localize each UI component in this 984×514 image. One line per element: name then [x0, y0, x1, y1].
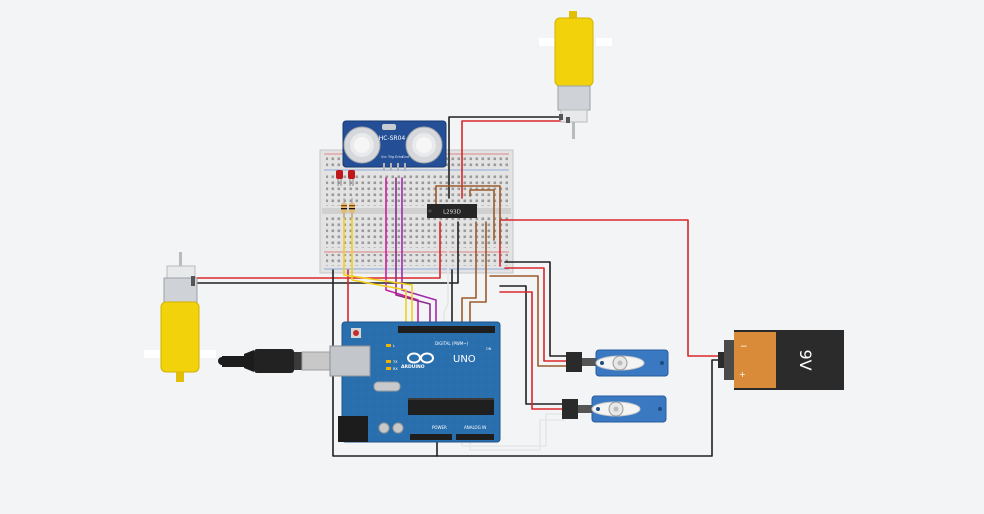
arduino-usb-port[interactable]: [329, 345, 371, 377]
sensor-label: HC-SR04: [379, 135, 406, 142]
digital-header-label: DIGITAL (PWM~): [435, 341, 469, 346]
power-header: [410, 434, 452, 440]
battery-label: 9V: [796, 349, 815, 370]
analog-header-label: ANALOG IN: [464, 425, 486, 430]
arduino-brand: ARDUINO: [401, 364, 425, 370]
wire-brown-1: [435, 185, 501, 245]
sensor-pin-trig: Trig: [387, 155, 394, 159]
arduino-model: UNO: [453, 354, 476, 365]
wire-servo1-red: [504, 267, 569, 362]
servo-motor-2[interactable]: [562, 395, 667, 423]
rx-label: RX: [393, 367, 398, 371]
wire-magenta-1: [385, 177, 419, 327]
led-red-2[interactable]: [348, 170, 355, 186]
servo-motor-1[interactable]: [566, 349, 669, 377]
wire-brown-4: [469, 189, 495, 241]
resistor-2[interactable]: [349, 198, 355, 218]
battery-plus: +: [739, 370, 746, 379]
wire-servo1-signal: [489, 275, 569, 367]
sensor-pin-vcc: Vcc: [381, 155, 387, 159]
sensor-transducer-left: [343, 126, 381, 164]
on-label: ON: [486, 347, 492, 351]
wire-servo2-red: [499, 291, 565, 410]
sensor-transducer-right: [405, 126, 443, 164]
wire-purple-1: [395, 177, 431, 327]
arduino-logo: [407, 352, 434, 364]
battery-minus: −: [740, 342, 748, 352]
digital-header: [398, 326, 495, 333]
driver-label: L293D: [443, 210, 461, 216]
arduino-uno-board[interactable]: DIGITAL (PWM~) ARDUINO UNO L TX RX POWER…: [329, 321, 501, 443]
wire-left-motor-red: [193, 221, 441, 279]
wire-top-motor-black: [448, 116, 560, 199]
ultrasonic-sensor[interactable]: HC-SR04 Vcc Trig Echo Gnd: [342, 120, 447, 171]
wire-white-1: [443, 221, 449, 327]
arduino-power-jack[interactable]: [338, 416, 368, 442]
tx-label: TX: [392, 360, 398, 364]
wire-yellow-2: [351, 211, 407, 327]
motor-driver-chip[interactable]: L293D: [427, 204, 477, 218]
wire-servo2-signal: [461, 413, 565, 447]
wire-servo2-signal-2: [469, 419, 565, 451]
dc-motor-left[interactable]: [144, 252, 216, 382]
wire-top-motor-red: [461, 120, 567, 199]
wire-servo2-black: [499, 285, 565, 405]
resistor-1[interactable]: [341, 198, 347, 218]
led-red-1[interactable]: [336, 170, 343, 186]
wire-ground-loop: [332, 269, 438, 457]
power-header-label: POWER: [432, 425, 447, 430]
wire-yellow-1: [343, 211, 413, 327]
dc-motor-top[interactable]: [539, 11, 612, 139]
sensor-pin-gnd: Gnd: [402, 155, 409, 159]
wire-left-motor-black: [193, 221, 459, 284]
wire-brown-2: [461, 221, 477, 327]
analog-header: [456, 434, 494, 440]
wire-battery-black: [436, 359, 721, 457]
led-l-label: L: [393, 344, 395, 348]
breadboard[interactable]: [319, 149, 514, 274]
microcontroller-chip: [408, 398, 494, 415]
sensor-pin-echo: Echo: [395, 155, 403, 159]
wire-servo1-black: [504, 261, 569, 357]
usb-cable[interactable]: [218, 349, 331, 373]
wire-brown-3: [469, 221, 487, 327]
wires: [193, 116, 729, 457]
wire-battery-red: [499, 219, 729, 357]
battery-9v[interactable]: − + 9V: [718, 330, 844, 390]
wire-purple-2: [401, 177, 437, 327]
